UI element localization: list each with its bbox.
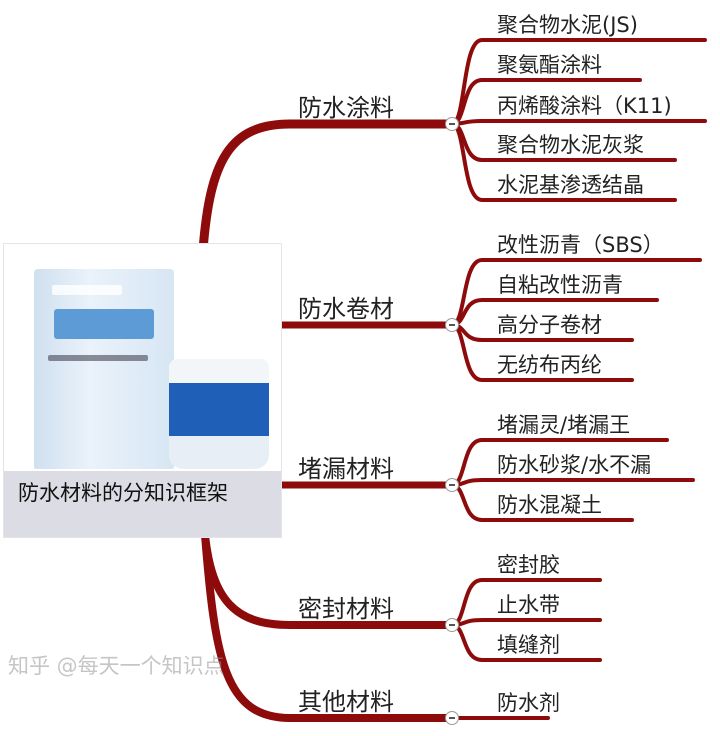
root-title: 防水材料的分知识框架	[18, 481, 228, 505]
item-connector	[450, 119, 707, 126]
branch-label[interactable]: 堵漏材料	[298, 455, 394, 483]
branch-label[interactable]: 密封材料	[298, 595, 394, 623]
leaf-item[interactable]: 填缝剂	[497, 633, 560, 657]
product-bucket-image	[169, 359, 269, 469]
branch-label[interactable]: 防水涂料	[298, 94, 394, 122]
leaf-item[interactable]: 防水砂浆/水不漏	[497, 453, 652, 477]
leaf-item[interactable]: 改性沥青（SBS）	[497, 233, 664, 257]
leaf-item[interactable]: 无纺布丙纶	[497, 353, 602, 377]
leaf-item[interactable]: 止水带	[497, 593, 560, 617]
leaf-item[interactable]: 防水剂	[497, 691, 560, 715]
leaf-item[interactable]: 密封胶	[497, 553, 560, 577]
leaf-item[interactable]: 丙烯酸涂料（K11)	[497, 94, 672, 118]
item-connector	[450, 478, 695, 487]
leaf-item[interactable]: 聚合物水泥(JS)	[497, 13, 638, 37]
leaf-item[interactable]: 水泥基渗透结晶	[497, 173, 644, 197]
root-node: 防水材料的分知识框架	[3, 243, 282, 538]
leaf-item[interactable]: 自粘改性沥青	[497, 273, 623, 297]
product-bag-image	[34, 269, 174, 469]
collapse-toggle-icon[interactable]	[445, 618, 459, 632]
leaf-item[interactable]: 聚合物水泥灰浆	[497, 133, 644, 157]
leaf-item[interactable]: 防水混凝土	[497, 493, 602, 517]
watermark: 知乎 @每天一个知识点	[8, 654, 225, 678]
leaf-item[interactable]: 高分子卷材	[497, 313, 602, 337]
branch-label[interactable]: 防水卷材	[298, 295, 394, 323]
root-caption: 防水材料的分知识框架	[4, 471, 281, 537]
trunk-branch-0	[198, 119, 457, 255]
collapse-toggle-icon[interactable]	[445, 117, 459, 131]
branch-label[interactable]: 其他材料	[298, 688, 394, 716]
leaf-item[interactable]: 聚氨酯涂料	[497, 53, 602, 77]
collapse-toggle-icon[interactable]	[445, 318, 459, 332]
bag-label-shape	[48, 355, 148, 361]
bag-logo-shape	[52, 285, 122, 295]
collapse-toggle-icon[interactable]	[445, 711, 459, 725]
leaf-item[interactable]: 堵漏灵/堵漏王	[497, 413, 631, 437]
item-connector	[450, 618, 602, 627]
bag-band-shape	[54, 309, 154, 339]
trunk-branch-4	[201, 531, 456, 722]
collapse-toggle-icon[interactable]	[445, 478, 459, 492]
